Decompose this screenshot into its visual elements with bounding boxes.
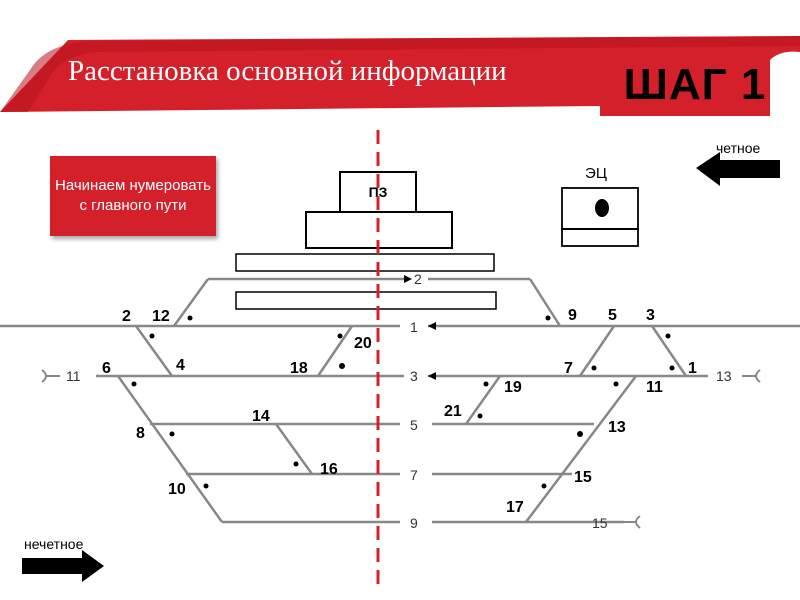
switch-label-19: 19 [504,379,522,396]
track-label-11: 11 [66,368,81,384]
switch-12-link [172,278,210,327]
even-direction-label: четное [716,140,761,156]
switch-label-5: 5 [608,307,617,324]
page-title: Расстановка основной информации [68,55,507,87]
switch-label-3: 3 [646,307,655,324]
arrow-right-icon [22,550,104,582]
track-label-9: 9 [410,515,418,531]
tracks [0,277,800,524]
track-label-15: 15 [592,515,608,531]
switch-label-12: 12 [152,308,170,325]
switch-2-4-crossover [134,325,174,377]
switch-18-20-crossover [316,325,354,377]
track-label-1: 1 [410,319,418,335]
platform-upper [235,253,495,272]
switch-5-7-crossover [578,325,616,377]
switch-label-2: 2 [122,308,131,325]
track-label-3: 3 [410,368,418,384]
header-banner [0,36,800,116]
switch-label-15: 15 [574,469,592,486]
track-label-13: 13 [716,368,732,384]
switch-label-14: 14 [252,408,270,425]
switch-9-link [528,278,562,327]
switch-label-6: 6 [102,360,111,377]
switch-label-1: 1 [688,360,697,377]
step-label: ШАГ 1 [623,60,767,109]
ec-label: ЭЦ [585,165,607,182]
switch-label-9: 9 [568,307,577,324]
track-arrows [404,275,436,380]
switch-label-17: 17 [506,499,524,516]
track-labels: 2 1 3 5 7 9 11 13 15 [66,271,732,531]
odd-direction-label: нечетное [24,536,84,552]
switch-label-10: 10 [168,481,186,498]
right-ladder [525,375,637,523]
switch-19-21-crossover [464,375,502,425]
note-text: Начинаем нумеровать с главного пути [55,177,211,214]
track-label-2: 2 [414,271,422,287]
switch-label-21: 21 [444,403,462,420]
switch-label-7: 7 [564,360,573,377]
arrow-left-icon [696,152,780,186]
switch-label-20: 20 [354,335,372,352]
buffer-stop-icon [41,369,761,529]
ec-building [561,187,639,247]
left-ladder [116,375,224,523]
signal-dot-icon [595,199,609,217]
switch-label-4: 4 [176,357,185,374]
pz-label: ПЗ [369,184,388,200]
switch-14-16-crossover [274,423,314,475]
switch-label-13: 13 [608,419,626,436]
switch-label-11: 11 [646,379,663,396]
switch-3-1-crossover [650,325,688,377]
switch-label-18: 18 [290,360,308,377]
switch-labels: 2 12 4 6 18 20 8 14 16 10 9 5 3 7 1 19 1… [102,307,697,516]
switch-label-16: 16 [320,461,338,478]
track-label-5: 5 [410,417,418,433]
note-box: Начинаем нумеровать с главного пути [50,156,216,236]
platform-lower [235,291,497,310]
switch-label-8: 8 [136,425,145,442]
signal-dots [131,315,675,489]
track-label-7: 7 [410,467,418,483]
